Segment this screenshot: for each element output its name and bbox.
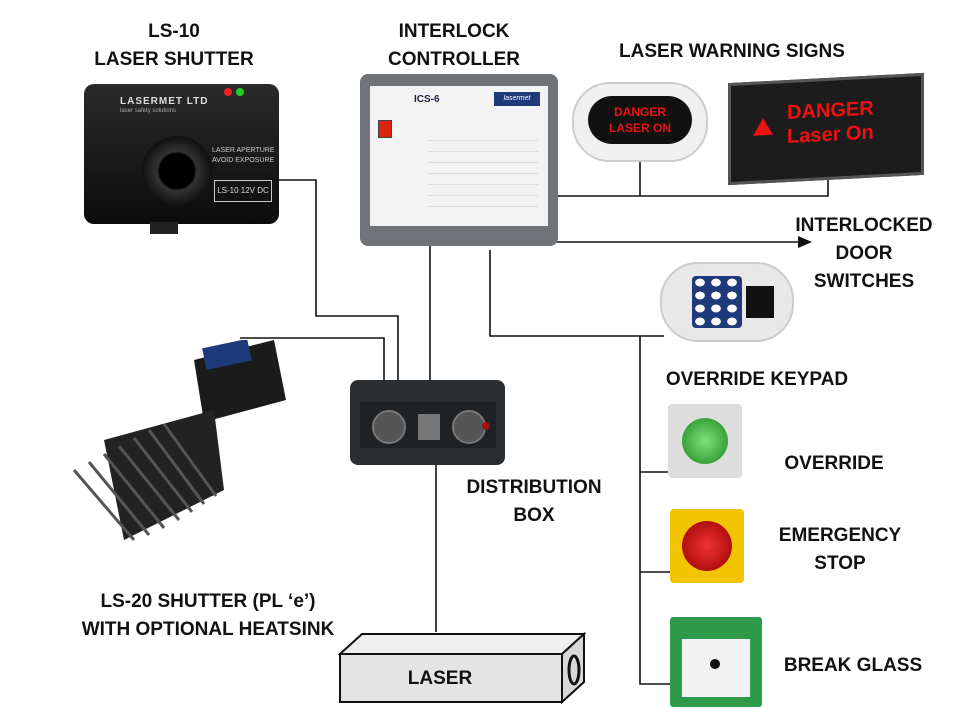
dist-label-line1: DISTRIBUTION (466, 477, 602, 498)
estop-label-line1: EMERGENCY (778, 525, 902, 546)
power-switch-icon (378, 120, 392, 138)
ls10-warning-line1: LASER APERTURE (212, 147, 275, 154)
sign2-line2: Laser On (787, 121, 874, 149)
ls10-cable (274, 179, 399, 382)
controller-label-line1: INTERLOCK (398, 21, 510, 42)
keypad-label: OVERRIDE KEYPAD (665, 369, 849, 390)
estop-label: EMERGENCY STOP (770, 522, 910, 578)
red-mushroom-button-icon (682, 521, 732, 571)
lens-aperture (142, 136, 212, 206)
emergency-stop-switch (670, 509, 744, 583)
ls10-warning: LASER APERTURE AVOID EXPOSURE (212, 146, 275, 166)
keypad-buttons (692, 276, 742, 328)
controller-model: ICS-6 (414, 94, 440, 105)
laser-block (338, 632, 586, 704)
override-switch (668, 404, 742, 478)
ls10-warning-line2: AVOID EXPOSURE (212, 157, 275, 164)
door-label-line2: DOOR (835, 243, 893, 264)
break-glass-window (682, 639, 750, 697)
laser-label: LASER (407, 668, 473, 689)
ls10-shutter: LASERMET LTD laser safety solutions LASE… (84, 84, 279, 224)
sign2-text: DANGER Laser On (787, 96, 874, 149)
ls10-label-line1: LS-10 (148, 21, 200, 42)
override-label: OVERRIDE (784, 453, 884, 474)
keypad-display (746, 286, 774, 318)
estop-label-line2: STOP (814, 553, 866, 574)
break-glass-unit (670, 617, 762, 707)
ls10-label-line2: LASER SHUTTER (94, 49, 254, 70)
warning-sign-rect: DANGER Laser On (728, 72, 924, 186)
bus-cable (489, 250, 672, 685)
ls20-label: LS-20 SHUTTER (PL ‘e’) WITH OPTIONAL HEA… (58, 588, 358, 644)
controller-label-line2: CONTROLLER (388, 49, 520, 70)
ls10-model-plate: LS-10 12V DC (214, 180, 272, 202)
arrow-head (798, 236, 812, 248)
break-glass-label: BREAK GLASS (783, 655, 923, 676)
ls20-cable (240, 337, 385, 382)
door-label-line1: INTERLOCKED (795, 215, 933, 236)
xlr-male-connector-icon (372, 410, 406, 444)
override-keypad (660, 262, 794, 342)
laser-hazard-icon (753, 117, 773, 136)
sign1-face: DANGER LASER ON (588, 96, 692, 144)
ls10-subtitle: laser safety solutions (120, 108, 177, 114)
distribution-box (350, 380, 505, 465)
dist-label-line2: BOX (513, 505, 555, 526)
tripod-mount (150, 222, 178, 234)
red-led-icon (224, 88, 232, 96)
status-indicators (428, 130, 538, 210)
warning-sign-oval: DANGER LASER ON (572, 82, 708, 162)
interlock-controller: ICS-6 lasermet (360, 74, 558, 246)
signs-label: LASER WARNING SIGNS (619, 41, 845, 62)
dsub-connector-icon (418, 414, 440, 440)
door-label-line3: SWITCHES (813, 271, 915, 292)
ls10-label: LS-10 LASER SHUTTER (94, 18, 254, 74)
green-led-icon (236, 88, 244, 96)
controller-label: INTERLOCK CONTROLLER (374, 18, 534, 74)
distribution-box-label: DISTRIBUTION BOX (458, 474, 610, 530)
xlr-female-connector-icon (452, 410, 486, 444)
sign1-line1: DANGER (613, 105, 666, 119)
controller-panel: ICS-6 lasermet (370, 86, 548, 226)
lasermet-logo: lasermet (494, 92, 540, 106)
dist-led-icon (482, 422, 490, 430)
sign1-line2: LASER ON (608, 121, 671, 135)
ls20-label-line1: LS-20 SHUTTER (PL ‘e’) (100, 591, 316, 612)
ls20-label-line2: WITH OPTIONAL HEATSINK (81, 619, 335, 640)
ls20-shutter-heatsink (72, 340, 286, 541)
green-button-icon (682, 418, 728, 464)
center-dot-icon (710, 659, 720, 669)
door-switches-label: INTERLOCKED DOOR SWITCHES (792, 212, 936, 296)
ls10-brand: LASERMET LTD (120, 96, 209, 107)
